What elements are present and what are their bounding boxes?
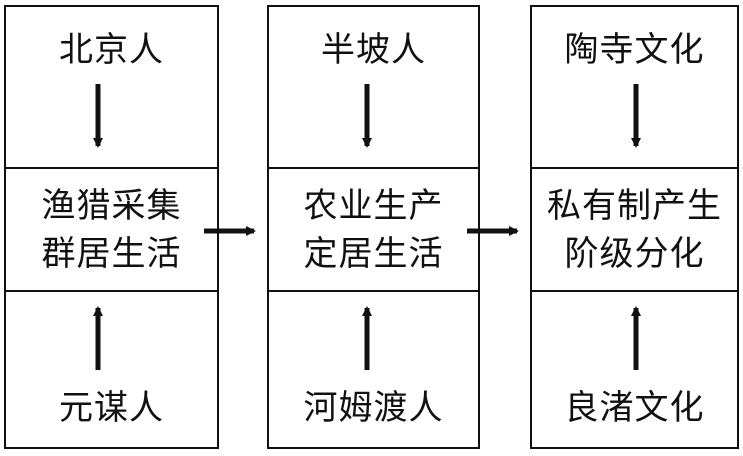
column-1-bottom-text: 元谋人 <box>59 388 164 428</box>
column-2-bottom-text: 河姆渡人 <box>303 388 444 428</box>
column-3-bottom-label: 良渚文化 <box>531 378 738 438</box>
column-1-box <box>4 5 219 449</box>
column-3-middle-label: 私有制产生 阶级分化 <box>531 176 738 284</box>
column-3-top-text: 陶寺文化 <box>564 30 705 70</box>
column-3-top-label: 陶寺文化 <box>531 20 738 80</box>
column-3-box <box>530 5 739 449</box>
column-2-middle-label: 农业生产 定居生活 <box>268 176 479 284</box>
column-2-middle-line-1: 农业生产 <box>303 186 444 226</box>
column-2-bottom-label: 河姆渡人 <box>268 378 479 438</box>
column-3-bottom-text: 良渚文化 <box>564 388 705 428</box>
column-2-top-label: 半坡人 <box>268 20 479 80</box>
column-2-top-text: 半坡人 <box>321 30 426 70</box>
column-1-middle-label: 渔猎采集 群居生活 <box>5 176 218 284</box>
column-3-middle-line-1: 私有制产生 <box>547 186 722 226</box>
column-1-top-text: 北京人 <box>59 30 164 70</box>
column-1-middle-line-2: 群居生活 <box>41 234 182 274</box>
column-1-top-label: 北京人 <box>5 20 218 80</box>
column-2-box <box>267 5 480 449</box>
column-1-bottom-label: 元谋人 <box>5 378 218 438</box>
column-3-middle-line-2: 阶级分化 <box>564 234 705 274</box>
column-1-middle-line-1: 渔猎采集 <box>41 186 182 226</box>
column-2-middle-line-2: 定居生活 <box>303 234 444 274</box>
